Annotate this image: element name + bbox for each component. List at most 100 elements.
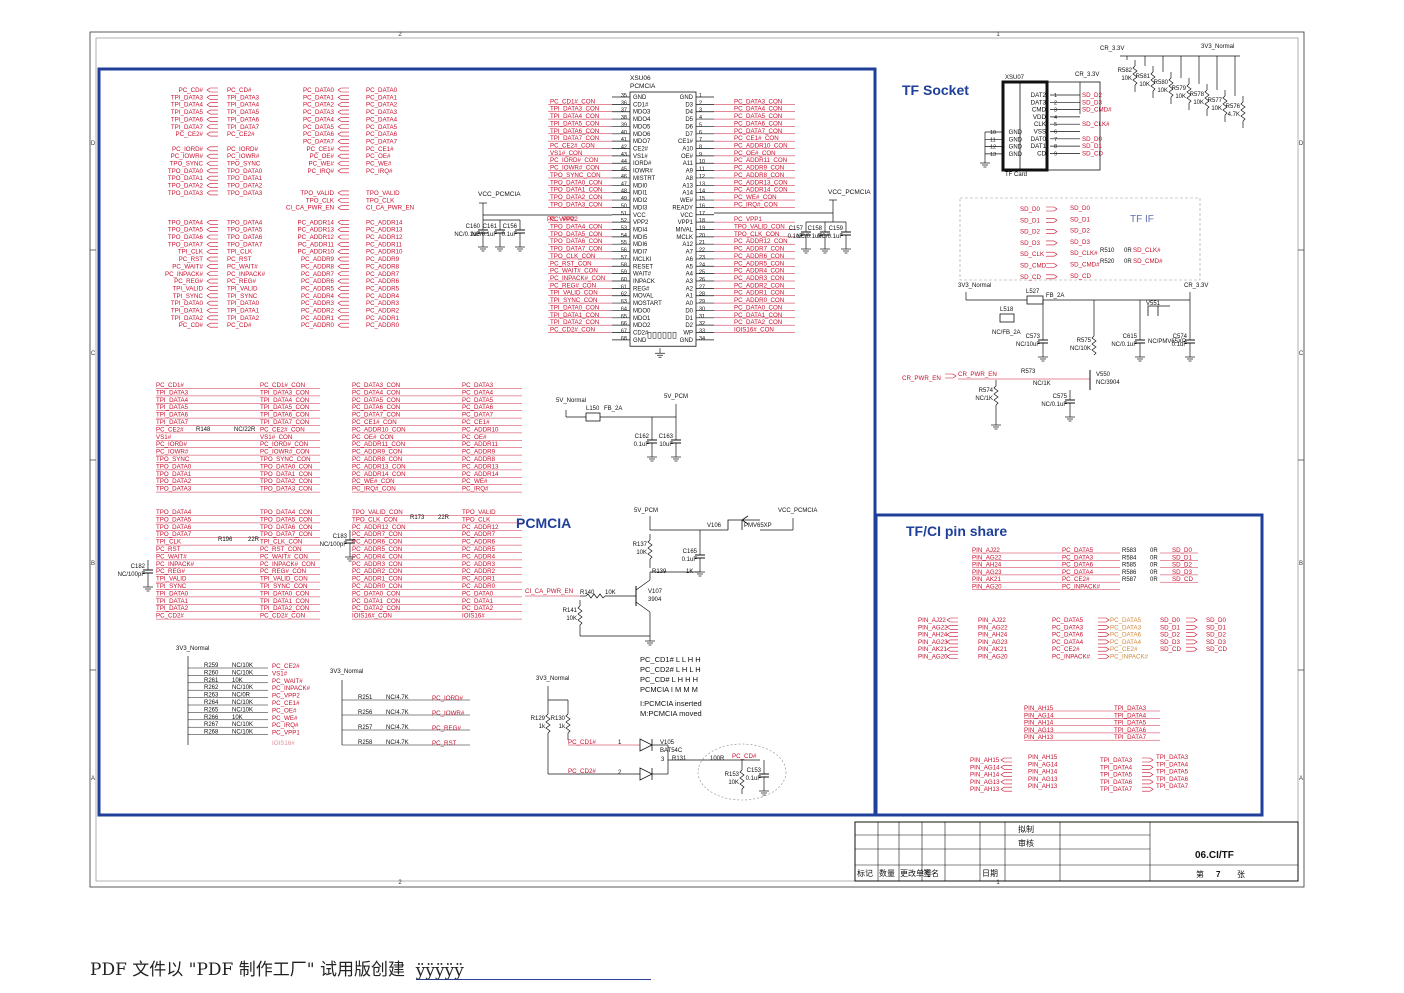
cap-c574-ref: C574	[1173, 334, 1188, 340]
port-label: PC_CD#	[179, 87, 204, 94]
port-label: TPI_CLK	[178, 249, 204, 256]
conv-b-out: PC_ADDR10	[462, 426, 499, 433]
v107-ref: V107	[648, 589, 663, 595]
port-label: PC_ADDR0	[301, 322, 335, 329]
tf-if-out: SD_CMD#	[1133, 258, 1163, 265]
l527-value: FB_2A	[1046, 293, 1064, 299]
share-net: PC_DATA5	[1062, 547, 1094, 554]
port-arrow	[946, 639, 958, 645]
conv-d-in: PC_ADDR2_CON	[352, 568, 402, 575]
pin-number: 4	[699, 115, 702, 121]
share-sd: SD_D0	[1172, 547, 1193, 554]
port-arrow	[1098, 646, 1110, 652]
net-label: PC_ADDR10	[366, 249, 403, 256]
pin-number: 68	[621, 336, 627, 342]
pin-name: MDO1	[633, 316, 651, 322]
zone-mark: 1	[996, 32, 1000, 38]
port-label: PC_ADDR12	[298, 234, 335, 241]
share-net-out: PC_CE2#	[1110, 646, 1138, 653]
resistor	[647, 539, 653, 560]
cap-c615-value: NC/0.1uF	[1111, 342, 1137, 348]
port-arrow	[206, 95, 218, 100]
tf-if-out: SD_D3	[1070, 239, 1091, 246]
pin-number: 30	[699, 306, 705, 312]
pin-number: 24	[699, 262, 705, 268]
port-label: PC_ADDR1	[301, 315, 335, 322]
share-pin: PIN_AH24	[972, 562, 1002, 569]
resistor-value: 10K	[1121, 76, 1132, 82]
conv-b-out: PC_DATA5	[462, 397, 494, 404]
conv-a-out: TPO_DATA2_CON	[260, 478, 312, 485]
resistor-r140	[585, 593, 606, 599]
port-arrow	[337, 117, 349, 122]
net-label: PC_ADDR7	[366, 271, 400, 278]
pin-number: 36	[621, 100, 627, 106]
tf-if-in: SD_D3	[1020, 240, 1041, 247]
share-pin: PIN_AH15	[970, 757, 1000, 764]
share-pin: PIN_AH15	[1024, 705, 1054, 712]
pin-name: MOSTART	[633, 301, 662, 307]
pcmcia-section-frame	[97, 67, 877, 817]
conv-b-out: PC_WE#	[462, 478, 488, 485]
v107-part: 3904	[648, 597, 662, 603]
cr-pwr-en-net: CR_PWR_EN	[958, 371, 997, 378]
port-arrow	[1098, 654, 1110, 659]
tf-if-out: SD_D1	[1070, 216, 1091, 223]
net-label: PC_DATA4	[366, 116, 398, 123]
port-arrow	[206, 124, 218, 130]
conv-c-in: TPI_DATA2	[156, 605, 189, 612]
l150-ref: L150	[586, 406, 600, 412]
share-pin: PIN_AJ22	[918, 617, 946, 624]
share-res-value: 0R	[1150, 570, 1158, 576]
conv-d-in: TPO_VALID_CON	[352, 509, 403, 516]
chip-net: PC_OE#_CON	[734, 150, 776, 157]
port-arrow	[1046, 251, 1058, 257]
net-label: PC_DATA5	[366, 124, 398, 131]
port-arrow	[1000, 757, 1012, 763]
r573-value: NC/1K	[1033, 381, 1051, 387]
pin-number: 63	[621, 299, 627, 305]
truth-legend: I:PCMCIA inserted	[640, 699, 702, 708]
port-arrow	[337, 308, 349, 313]
cap-c158-ref: C158	[808, 226, 823, 232]
pin-name: D0	[685, 308, 693, 314]
pin-name: A9	[686, 169, 694, 175]
pin-number: 23	[699, 255, 705, 261]
chip-net: TPO_DATA0_CON	[550, 179, 602, 186]
pullup-net: PC_CE2#	[272, 663, 300, 670]
pin-number: 55	[621, 240, 627, 246]
footer-link[interactable]: ÿÿÿÿÿ	[415, 961, 651, 981]
conv-b-in: PC_ADDR11_CON	[352, 441, 405, 448]
zone-mark: C	[91, 351, 96, 357]
tf-pin-name: GND	[1009, 130, 1023, 136]
r148-value: NC/22R	[234, 427, 256, 433]
net-label: PC_WE#	[366, 161, 392, 168]
port-arrow	[946, 617, 958, 623]
port-arrow	[206, 109, 218, 115]
port-label: PC_INPACK#	[165, 271, 204, 278]
port-label: PC_ADDR13	[298, 227, 335, 234]
resistor-ref: R261	[204, 678, 219, 684]
chip-net: PC_DATA0_CON	[734, 304, 782, 311]
resistor-ref: R130	[551, 716, 566, 722]
l527-ref: L527	[1026, 289, 1040, 295]
title-col-2: 更改单号	[900, 868, 932, 878]
resistor-value: 10K	[728, 780, 739, 786]
pin-name: A11	[683, 161, 694, 167]
share-net-out: TPI_DATA4	[1156, 761, 1189, 768]
pullup-net: PC_VPP2	[272, 693, 300, 700]
conv-a-out: TPI_DATA4_CON	[260, 397, 309, 404]
pin-number: 32	[699, 321, 705, 327]
net-label: PC_ADDR2	[366, 308, 400, 315]
pin-name: D3	[685, 102, 693, 108]
v551-ref: V551	[1146, 301, 1161, 307]
net-label: PC_INPACK#	[227, 271, 266, 278]
pin-name: GND	[633, 338, 647, 344]
pin-number: 61	[621, 284, 627, 290]
shield-pad	[667, 331, 672, 339]
pullup-net: VS1#	[272, 670, 288, 677]
title-block	[854, 821, 1299, 882]
port-arrow	[206, 234, 218, 240]
share-net: PC_DATA4	[1062, 569, 1094, 576]
net-label: PC_DATA1	[366, 94, 398, 101]
